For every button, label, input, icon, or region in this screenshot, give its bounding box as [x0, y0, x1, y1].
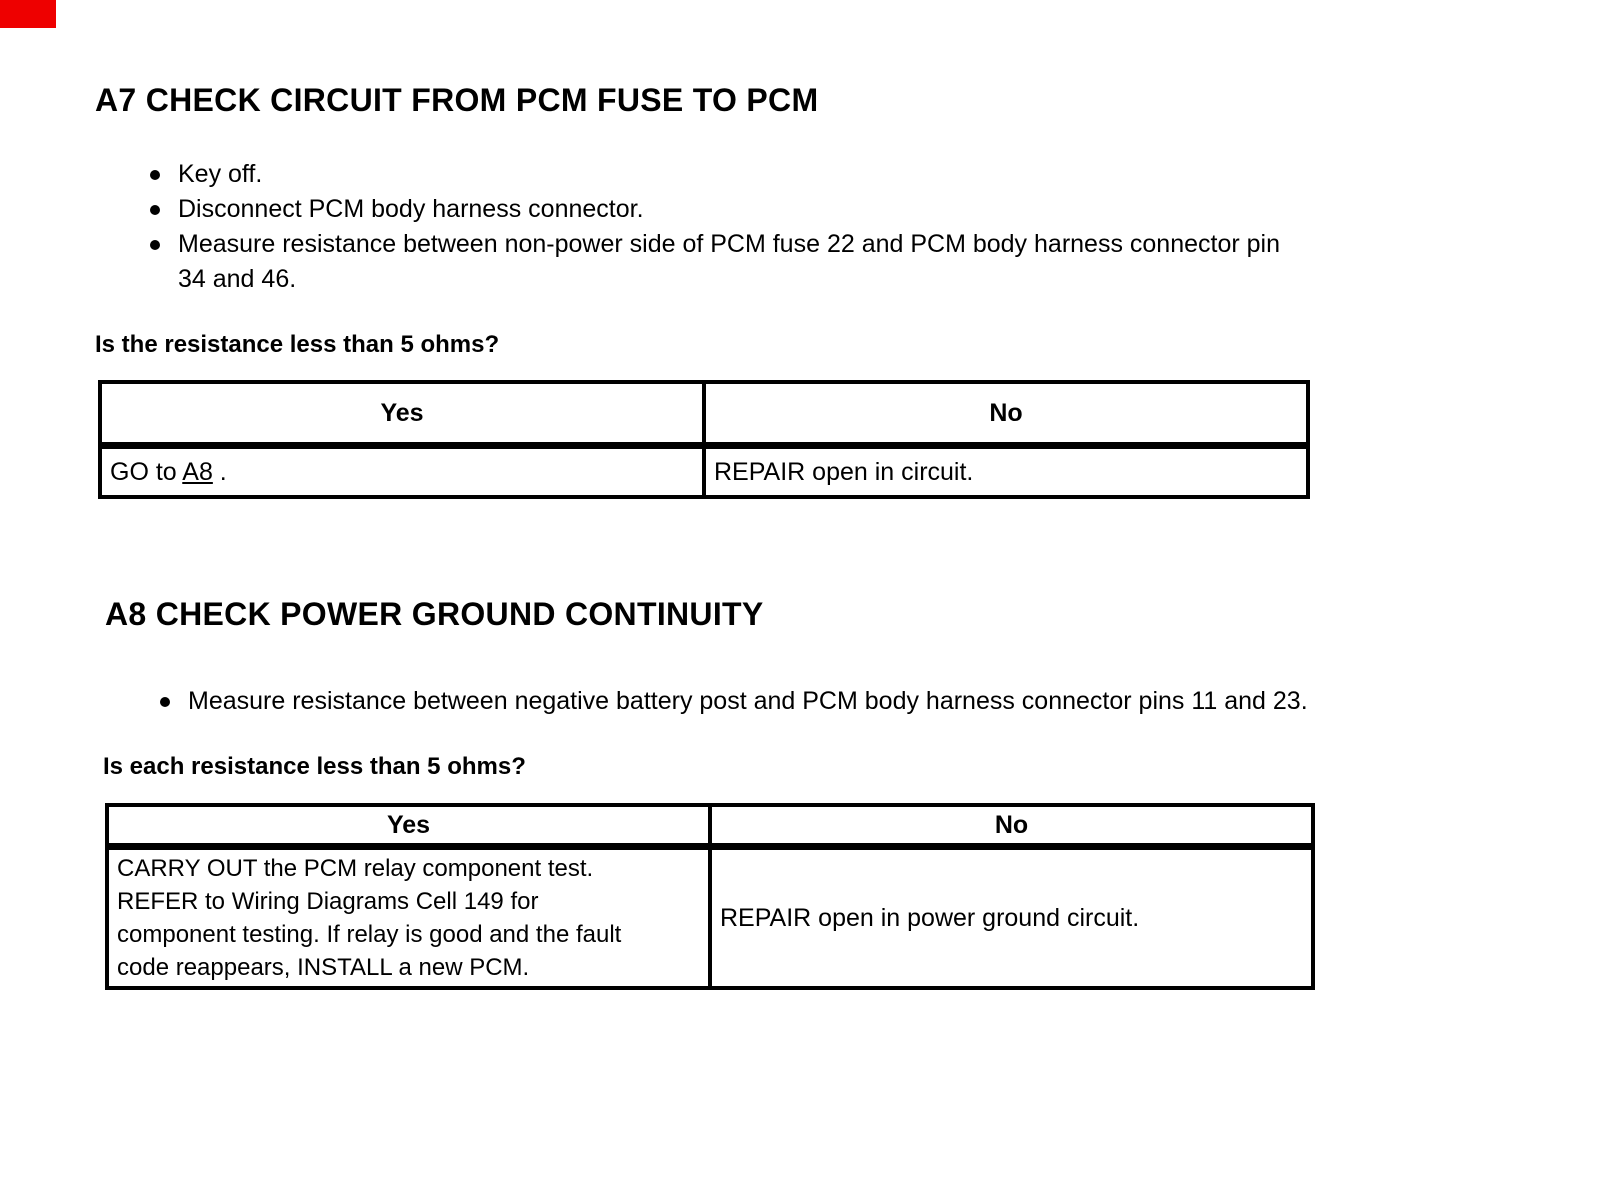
yes-action-cell: CARRY OUT the PCM relay component test. …: [105, 844, 712, 990]
yes-column-header: Yes: [98, 380, 706, 449]
section-a7-bullet-list: Key off. Disconnect PCM body harness con…: [150, 157, 1550, 297]
a8-step-link[interactable]: A8: [182, 457, 213, 486]
list-item: Key off.: [150, 157, 1550, 192]
bullet-icon: [150, 240, 160, 250]
bullet-text: Disconnect PCM body harness connector.: [178, 195, 644, 223]
list-item: Disconnect PCM body harness connector.: [150, 192, 1550, 227]
bullet-icon: [150, 205, 160, 215]
no-action-cell: REPAIR open in circuit.: [702, 443, 1310, 499]
yes-column-header: Yes: [105, 803, 712, 850]
yes-action-suffix: .: [212, 457, 227, 486]
list-item: Measure resistance between negative batt…: [160, 684, 1560, 719]
red-corner-marker: [0, 0, 56, 28]
decision-table-a7: Yes No GO to A8 . REPAIR open in circuit…: [98, 380, 1310, 499]
section-a7-heading: A7 CHECK CIRCUIT FROM PCM FUSE TO PCM: [95, 82, 819, 118]
bullet-icon: [160, 697, 170, 707]
table-header-row: Yes No: [105, 803, 1315, 850]
question-a8: Is each resistance less than 5 ohms?: [103, 753, 526, 780]
yes-action-text: CARRY OUT the PCM relay component test. …: [117, 855, 622, 981]
section-a8-bullet-list: Measure resistance between negative batt…: [160, 684, 1560, 719]
section-a8-heading: A8 CHECK POWER GROUND CONTINUITY: [105, 596, 764, 632]
no-action-cell: REPAIR open in power ground circuit.: [708, 844, 1315, 990]
decision-table-a8: Yes No CARRY OUT the PCM relay component…: [105, 803, 1315, 990]
no-column-header: No: [702, 380, 1310, 449]
bullet-icon: [150, 170, 160, 180]
no-column-header: No: [708, 803, 1315, 850]
bullet-text: Measure resistance between non-power sid…: [178, 230, 1280, 293]
question-a7: Is the resistance less than 5 ohms?: [95, 331, 500, 358]
bullet-text: Measure resistance between negative batt…: [188, 687, 1308, 715]
list-item: Measure resistance between non-power sid…: [150, 227, 1550, 297]
table-row: CARRY OUT the PCM relay component test. …: [105, 844, 1315, 990]
bullet-text: Key off.: [178, 160, 263, 188]
yes-action-cell: GO to A8 .: [98, 443, 706, 499]
table-row: GO to A8 . REPAIR open in circuit.: [98, 443, 1310, 499]
table-header-row: Yes No: [98, 380, 1310, 449]
yes-action-prefix: GO to: [110, 457, 183, 486]
